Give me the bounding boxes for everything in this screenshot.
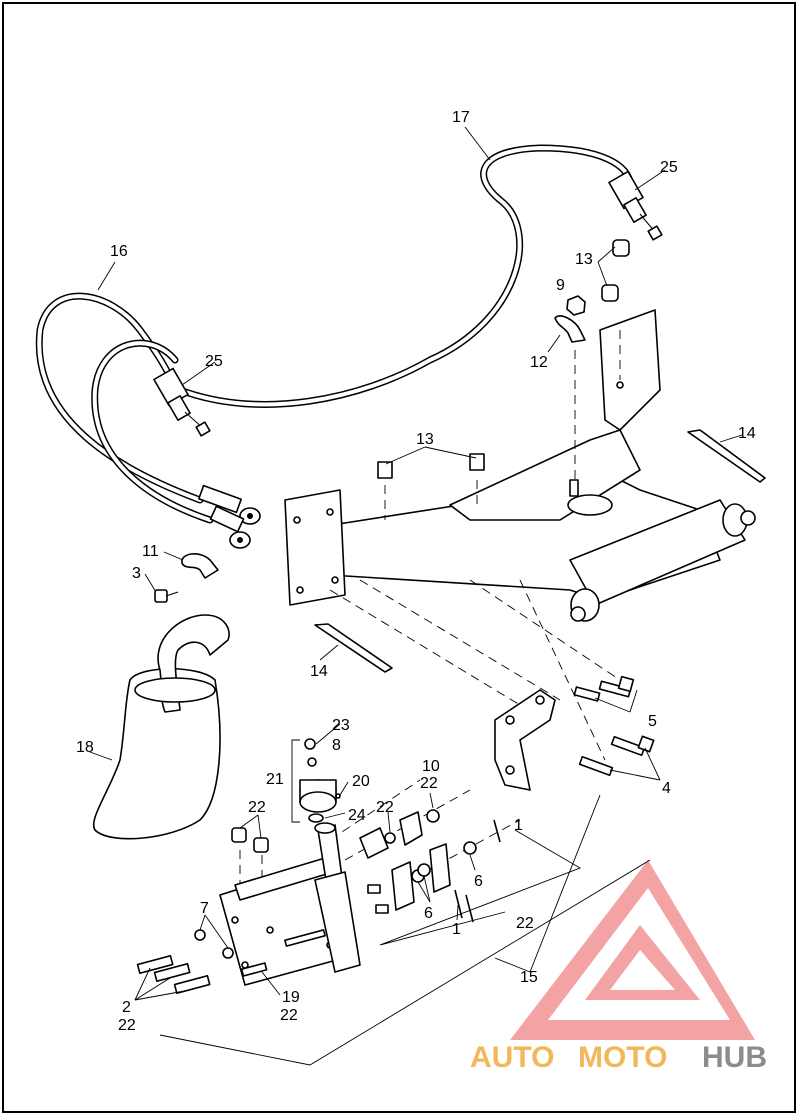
watermark-logo xyxy=(510,860,755,1040)
clip-13-arm xyxy=(377,453,485,479)
bolts-5 xyxy=(573,675,635,702)
callout-3: 3 xyxy=(132,565,141,582)
bolts-4 xyxy=(578,735,655,777)
callout-13-top: 13 xyxy=(575,251,593,268)
screws-2 xyxy=(136,929,268,995)
callout-22-d: 22 xyxy=(516,915,534,932)
callout-17: 17 xyxy=(452,109,470,126)
leader-lines xyxy=(89,126,743,1066)
callout-23: 23 xyxy=(332,717,350,734)
cable-end-lower xyxy=(198,484,261,549)
callout-14-left: 14 xyxy=(310,663,328,680)
callout-14-right: 14 xyxy=(738,425,756,442)
callout-1-b: 1 xyxy=(452,921,461,938)
boot-18 xyxy=(92,614,230,840)
callout-11: 11 xyxy=(142,543,159,560)
watermark-auto: AUTO xyxy=(470,1041,554,1074)
callout-4: 4 xyxy=(662,780,671,797)
callout-24: 24 xyxy=(348,807,366,824)
shift-lever-assembly xyxy=(219,738,361,986)
callout-2: 2 xyxy=(122,999,131,1016)
callout-9: 9 xyxy=(556,277,565,294)
adjuster-25-right xyxy=(608,170,663,241)
callout-5: 5 xyxy=(648,713,657,730)
callout-22-c: 22 xyxy=(248,799,266,816)
callout-19: 19 xyxy=(282,989,300,1006)
screw-3 xyxy=(154,589,179,603)
callout-21: 21 xyxy=(266,771,284,788)
callout-22-f: 22 xyxy=(280,1007,298,1024)
callout-22-a: 22 xyxy=(420,775,438,792)
watermark-text: AUTO MOTO HUB xyxy=(470,1041,767,1074)
clamp-12 xyxy=(554,315,586,343)
clip-13-top xyxy=(601,239,630,302)
nut-9 xyxy=(566,295,586,316)
callout-25-left: 25 xyxy=(205,353,223,370)
cable-tie-14-right xyxy=(687,429,766,483)
callout-6-b: 6 xyxy=(424,905,433,922)
callout-22-e: 22 xyxy=(118,1017,136,1034)
callout-15: 15 xyxy=(520,969,538,986)
callout-18: 18 xyxy=(76,739,94,756)
callout-1-a: 1 xyxy=(514,817,523,834)
cable-16 xyxy=(35,292,214,524)
watermark-hub: HUB xyxy=(702,1041,767,1074)
bracket-plate xyxy=(494,689,556,791)
callout-25-right: 25 xyxy=(660,159,678,176)
small-parts xyxy=(231,809,501,923)
cable-tie-14-left xyxy=(314,623,393,673)
adjuster-25-left xyxy=(153,367,211,437)
main-frame xyxy=(284,309,756,622)
callout-12: 12 xyxy=(530,354,548,371)
clamp-11 xyxy=(181,553,219,579)
callout-13-arm: 13 xyxy=(416,431,434,448)
callout-labels: 17 25 16 13 9 12 25 13 14 11 3 14 5 23 8… xyxy=(76,109,756,1034)
callout-6-a: 6 xyxy=(474,873,483,890)
callout-7: 7 xyxy=(200,900,209,917)
callout-8: 8 xyxy=(332,737,341,754)
callout-20: 20 xyxy=(352,773,370,790)
callout-22-b: 22 xyxy=(376,799,394,816)
callout-10: 10 xyxy=(422,758,440,775)
callout-16: 16 xyxy=(110,243,128,260)
watermark-moto: MOTO xyxy=(578,1041,667,1074)
cable-17 xyxy=(176,144,634,408)
